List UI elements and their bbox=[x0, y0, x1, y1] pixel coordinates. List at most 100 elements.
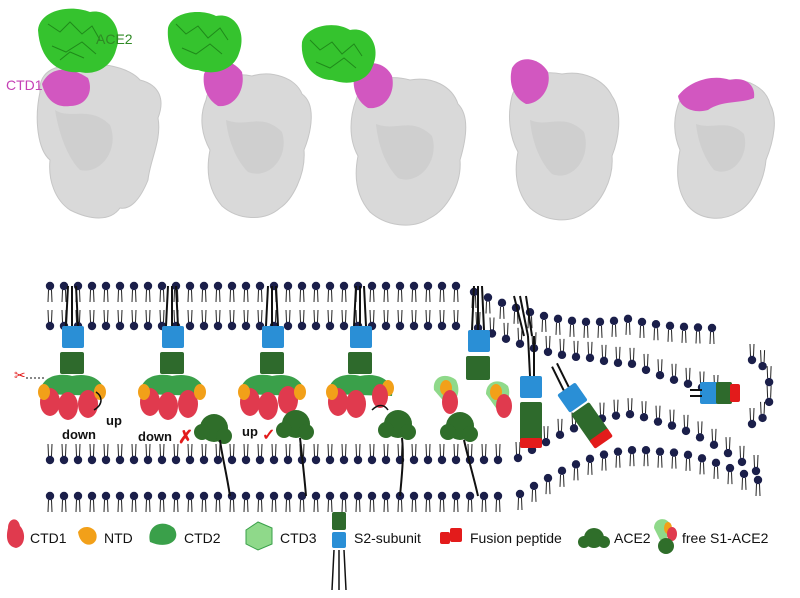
spike-stage-2: down ✗ bbox=[138, 285, 232, 497]
s2-green-block bbox=[60, 352, 84, 374]
lipid-head bbox=[185, 491, 195, 501]
legend-ctd1: CTD1 bbox=[6, 519, 67, 548]
lipid-head bbox=[571, 460, 581, 469]
lipid-head bbox=[623, 314, 633, 324]
lipid-head bbox=[423, 491, 433, 501]
lipid-head bbox=[451, 321, 461, 331]
ace2-receptor bbox=[440, 412, 479, 497]
lipid-head bbox=[585, 454, 595, 464]
lipid-head bbox=[283, 321, 293, 331]
lipid-head bbox=[697, 454, 707, 463]
lipid-head bbox=[185, 281, 195, 291]
ctd1-density bbox=[678, 77, 755, 112]
lipid-head bbox=[595, 317, 605, 327]
lipid-head bbox=[45, 281, 55, 291]
lipid-head bbox=[641, 365, 651, 375]
lipid-head bbox=[213, 321, 223, 331]
cryo-em-panel: ACE2 CTD1 bbox=[6, 8, 775, 226]
lipid-head bbox=[381, 455, 391, 465]
lipid-head bbox=[311, 321, 321, 331]
spike-stage-8 bbox=[690, 382, 740, 404]
ace2-receptor bbox=[194, 414, 232, 497]
lipid-head bbox=[753, 475, 763, 485]
lipid-head bbox=[707, 323, 717, 333]
lipid-head bbox=[129, 455, 139, 465]
lipid-head bbox=[101, 491, 111, 501]
lipid-head bbox=[297, 281, 307, 291]
lipid-head bbox=[423, 281, 433, 291]
lipid-head bbox=[241, 455, 251, 465]
lipid-head bbox=[381, 321, 391, 331]
lipid-head bbox=[479, 491, 489, 501]
lipid-head bbox=[87, 321, 97, 331]
spike-stage-4 bbox=[326, 285, 416, 497]
lipid-head bbox=[395, 321, 405, 331]
ace2-receptor bbox=[276, 410, 314, 497]
legend-free-s1-ace2: free S1-ACE2 bbox=[654, 519, 769, 554]
lipid-head bbox=[497, 298, 507, 308]
lipid-head bbox=[599, 356, 609, 366]
lipid-head bbox=[679, 322, 689, 332]
lipid-head bbox=[493, 455, 503, 465]
lipid-head bbox=[45, 455, 55, 465]
legend-s2-subunit: S2-subunit bbox=[331, 512, 421, 591]
lipid-head bbox=[199, 491, 209, 501]
lipid-head bbox=[609, 316, 619, 326]
ctd1-label: CTD1 bbox=[6, 77, 43, 93]
lipid-head bbox=[143, 281, 153, 291]
lipid-head bbox=[73, 455, 83, 465]
ace2-density bbox=[38, 8, 119, 73]
lipid-head bbox=[557, 350, 567, 360]
lipid-head bbox=[115, 321, 125, 331]
lipid-head bbox=[751, 466, 761, 476]
lipid-head bbox=[325, 491, 335, 501]
density-map-5 bbox=[674, 77, 775, 219]
lipid-head bbox=[101, 281, 111, 291]
lipid-head bbox=[381, 491, 391, 501]
lipid-head bbox=[409, 321, 419, 331]
lipid-head bbox=[283, 281, 293, 291]
density-map-2 bbox=[167, 12, 312, 219]
lipid-head bbox=[199, 321, 209, 331]
lipid-head bbox=[157, 491, 167, 501]
svg-text:CTD1: CTD1 bbox=[30, 530, 67, 546]
down-blocked-label: down bbox=[138, 429, 172, 444]
lipid-head bbox=[59, 281, 69, 291]
lipid-head bbox=[711, 458, 721, 468]
density-map-1: ACE2 CTD1 bbox=[6, 8, 162, 219]
lipid-head bbox=[515, 339, 525, 348]
lipid-head bbox=[409, 491, 419, 501]
lipid-head bbox=[311, 455, 321, 465]
lipid-head bbox=[227, 321, 237, 331]
svg-text:free S1-ACE2: free S1-ACE2 bbox=[682, 530, 769, 546]
lipid-head bbox=[115, 455, 125, 465]
lipid-head bbox=[227, 455, 237, 465]
lipid-head bbox=[115, 281, 125, 291]
ctd1-density bbox=[203, 61, 243, 107]
lipid-head bbox=[581, 317, 591, 327]
lipid-head bbox=[241, 491, 251, 501]
lipid-head bbox=[73, 491, 83, 501]
lipid-head bbox=[625, 409, 635, 419]
lipid-head bbox=[339, 455, 349, 465]
lipid-head bbox=[129, 321, 139, 331]
lipid-head bbox=[353, 455, 363, 465]
lipid-head bbox=[129, 491, 139, 501]
lipid-head bbox=[227, 281, 237, 291]
lipid-head bbox=[571, 352, 581, 362]
lipid-head bbox=[613, 447, 623, 456]
spike-stage-7 bbox=[551, 362, 613, 449]
spike-stage-5 bbox=[433, 285, 512, 497]
spike-stage-6 bbox=[513, 295, 542, 448]
lipid-head bbox=[283, 455, 293, 465]
spike-stage-3: up ✓ bbox=[238, 285, 314, 497]
svg-text:Fusion peptide: Fusion peptide bbox=[470, 530, 562, 546]
lipid-head bbox=[395, 281, 405, 291]
svg-text:S2-subunit: S2-subunit bbox=[354, 530, 421, 546]
lipid-head bbox=[739, 469, 749, 479]
lipid-head bbox=[723, 448, 733, 458]
svg-text:ACE2: ACE2 bbox=[614, 530, 651, 546]
check-mark-icon: ✓ bbox=[262, 427, 275, 444]
lipid-head bbox=[639, 412, 649, 422]
lipid-head bbox=[339, 321, 349, 331]
